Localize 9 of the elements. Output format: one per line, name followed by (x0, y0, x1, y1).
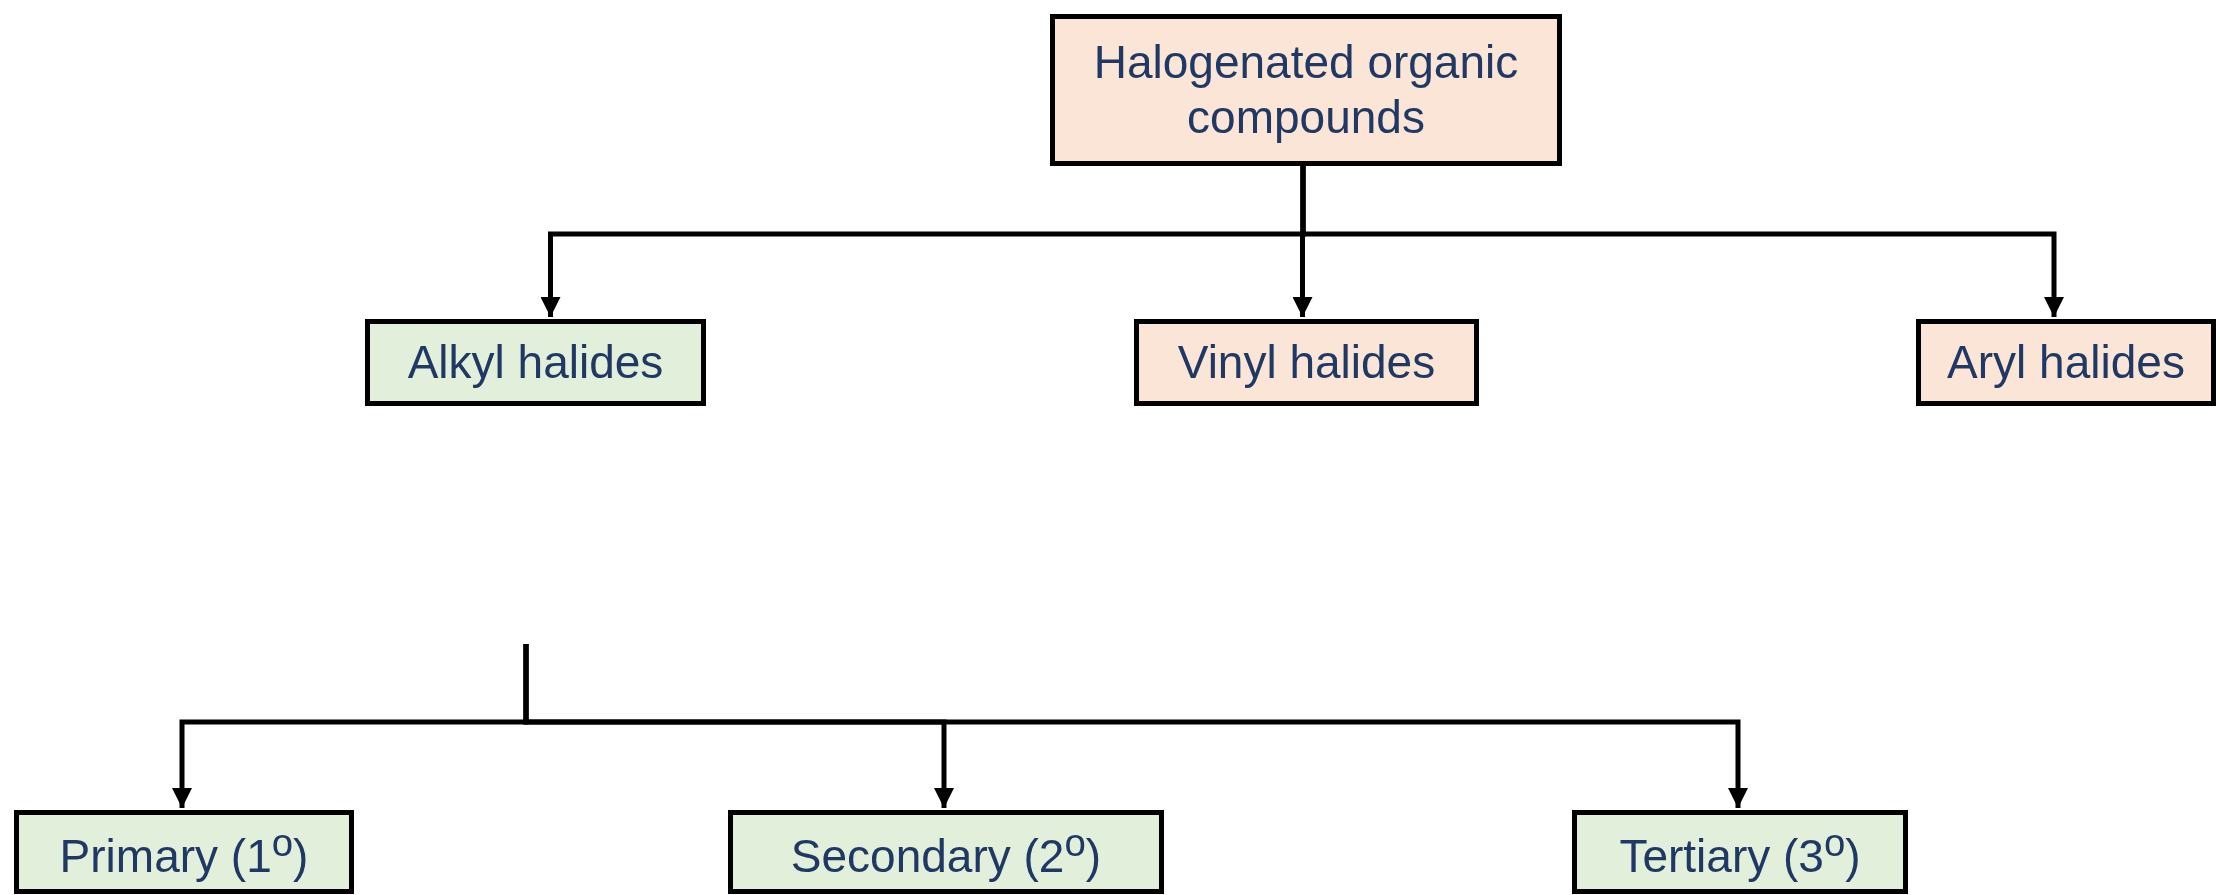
arrow (523, 644, 1748, 808)
category-box: Alkyl halides (365, 319, 706, 406)
category-box: Vinyl halides (1134, 319, 1479, 406)
arrow (1300, 166, 2064, 317)
category-box: Aryl halides (1916, 319, 2216, 406)
category-box: Secondary (2$^{o}$) (728, 810, 1164, 894)
category-box: Tertiary (3$^{o}$) (1572, 810, 1908, 894)
category-box: Halogenated organic compounds (1050, 14, 1562, 166)
category-box: Primary (1$^{o}$) (14, 810, 354, 894)
